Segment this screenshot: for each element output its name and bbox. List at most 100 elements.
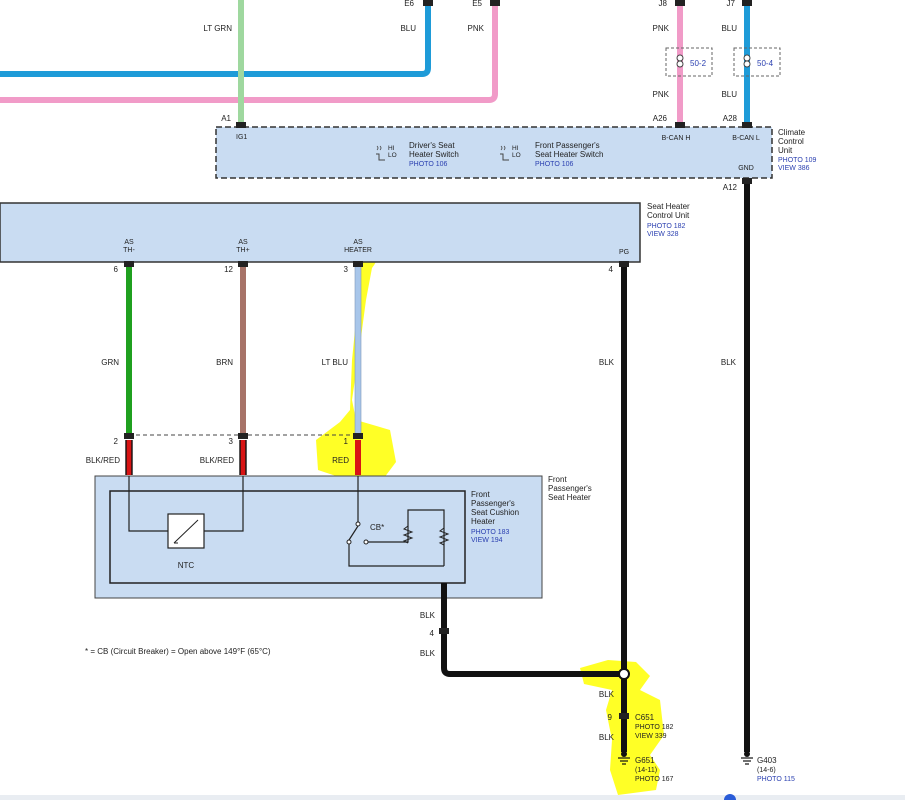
pin-as-3: AS	[353, 239, 363, 246]
scroll-indicator-icon[interactable]	[724, 794, 736, 800]
g651-label: G651	[635, 756, 655, 765]
splice-point	[618, 668, 630, 680]
cushion-heater-name-4: Heater	[471, 517, 495, 526]
c651-photo: PHOTO 182	[635, 724, 673, 731]
lt-grn-label: LT GRN	[203, 24, 232, 33]
seat-heater-name-1: Front	[548, 475, 567, 484]
g403-label: G403	[757, 756, 777, 765]
blk-red-label-2: BLK/RED	[200, 456, 234, 465]
pass-switch-photo: PHOTO 106	[535, 161, 573, 168]
bottom-scroll-strip	[0, 795, 905, 800]
shcu-pin-12: 12	[224, 265, 233, 274]
seat-heater-icon	[376, 145, 385, 161]
climate-control-unit: A1 IG1 A26 A28 B-CAN H B-CAN L GND A12 C…	[215, 114, 816, 192]
seat-heater-name-3: Seat Heater	[548, 493, 591, 502]
resistor-icon	[402, 525, 414, 544]
g403-photo: PHOTO 115	[757, 776, 795, 783]
seat-heater-cu-box	[0, 202, 641, 263]
heater-connector: 2 3 1 BLK/RED BLK/RED RED	[86, 433, 363, 475]
shcu-name-2: Control Unit	[647, 211, 690, 220]
pin-ig1-label: IG1	[236, 134, 247, 141]
connector-j8	[675, 0, 685, 6]
pin-a12-label: A12	[723, 183, 738, 192]
pin-a1-label: A1	[221, 114, 231, 123]
pin-bcanl-label: B-CAN L	[732, 135, 760, 142]
pin-pg: PG	[619, 249, 629, 256]
front-passenger-seat-heater: Front Passenger's Seat Heater Front Pass…	[94, 475, 592, 599]
connector-e5	[490, 0, 500, 6]
cushion-heater-name-1: Front	[471, 490, 490, 499]
ntc-circuit	[128, 476, 244, 532]
ground-symbol-icon	[741, 751, 753, 765]
driver-switch-hi: HI	[388, 145, 395, 152]
driver-switch-lo: LO	[388, 152, 397, 159]
junction-50-4-label: 50-4	[757, 59, 774, 68]
junction-box-50-2	[665, 47, 713, 77]
pin-as-2: AS	[238, 239, 248, 246]
connector-e6	[423, 0, 433, 6]
ground-symbol-icon	[618, 751, 630, 765]
pin-heater: HEATER	[344, 247, 372, 254]
pin-th-minus: TH-	[123, 247, 135, 254]
blk-below-pin4: BLK	[420, 649, 436, 658]
blk-red-label-1: BLK/RED	[86, 456, 120, 465]
blk-gnd-label: BLK	[721, 358, 737, 367]
cushion-heater-view: VIEW 194	[471, 537, 503, 544]
lt-blu-label: LT BLU	[322, 358, 349, 367]
j7-color-top: BLU	[721, 24, 737, 33]
e5-label: E5	[472, 0, 482, 8]
climate-unit-photo: PHOTO 109	[778, 157, 816, 164]
red-label: RED	[332, 456, 349, 465]
j8-color-bottom: PNK	[653, 90, 670, 99]
j8-label: J8	[659, 0, 668, 8]
shcu-name-1: Seat Heater	[647, 202, 690, 211]
blk-heater-ground-wire	[441, 583, 624, 677]
pass-switch-line2: Seat Heater Switch	[535, 150, 603, 159]
pin-a26-label: A26	[653, 114, 668, 123]
pass-switch-lo: LO	[512, 152, 521, 159]
climate-unit-name-2: Control	[778, 137, 804, 146]
climate-unit-box	[215, 126, 773, 179]
ntc-label: NTC	[178, 561, 195, 570]
j7-color-bottom: BLU	[721, 90, 737, 99]
climate-unit-view: VIEW 386	[778, 165, 810, 172]
lower-ground-wire: BLK 4 BLK	[420, 583, 630, 680]
footnote: * = CB (Circuit Breaker) = Open above 14…	[85, 647, 271, 656]
seat-heater-control-unit: Seat Heater Control Unit PHOTO 182 VIEW …	[0, 202, 690, 274]
shcu-pin-3: 3	[344, 265, 349, 274]
j7-label: J7	[727, 0, 736, 8]
shcu-pin-4: 4	[609, 265, 614, 274]
driver-switch-line2: Heater Switch	[409, 150, 459, 159]
c651-pin-9: 9	[608, 713, 613, 722]
top-harness: 50-2 50-4 LT GRN E6 BLU E5 PNK J8 PNK PN…	[0, 0, 781, 124]
e6-label: E6	[404, 0, 414, 8]
blk-above-pin4: BLK	[420, 611, 436, 620]
shcu-view: VIEW 328	[647, 231, 679, 238]
cushion-heater-name-3: Seat Cushion	[471, 508, 519, 517]
c651-view: VIEW 339	[635, 733, 667, 740]
lower-pin-4: 4	[430, 629, 435, 638]
c651-label: C651	[635, 713, 655, 722]
blk-c651-label: BLK	[599, 690, 615, 699]
grn-label: GRN	[101, 358, 119, 367]
blk-pg-label: BLK	[599, 358, 615, 367]
brn-label: BRN	[216, 358, 233, 367]
pin-bcanh-label: B-CAN H	[662, 135, 691, 142]
e6-color-label: BLU	[400, 24, 416, 33]
pin-as-1: AS	[124, 239, 134, 246]
junction-50-2-label: 50-2	[690, 59, 707, 68]
cb-label: CB*	[370, 523, 384, 532]
j8-color-top: PNK	[653, 24, 670, 33]
pass-switch-line1: Front Passenger's	[535, 141, 600, 150]
climate-unit-name-3: Unit	[778, 146, 793, 155]
shcu-pin-6: 6	[114, 265, 119, 274]
driver-switch-line1: Driver's Seat	[409, 141, 455, 150]
hc-pin-3: 3	[229, 437, 234, 446]
hc-pin-1: 1	[344, 437, 349, 446]
climate-unit-name-1: Climate	[778, 128, 806, 137]
connector-j7	[742, 0, 752, 6]
seat-heater-icon	[500, 145, 509, 161]
driver-switch-photo: PHOTO 106	[409, 161, 447, 168]
g403-location: (14-6)	[757, 767, 776, 774]
seat-cushion-heater-box	[109, 490, 466, 584]
